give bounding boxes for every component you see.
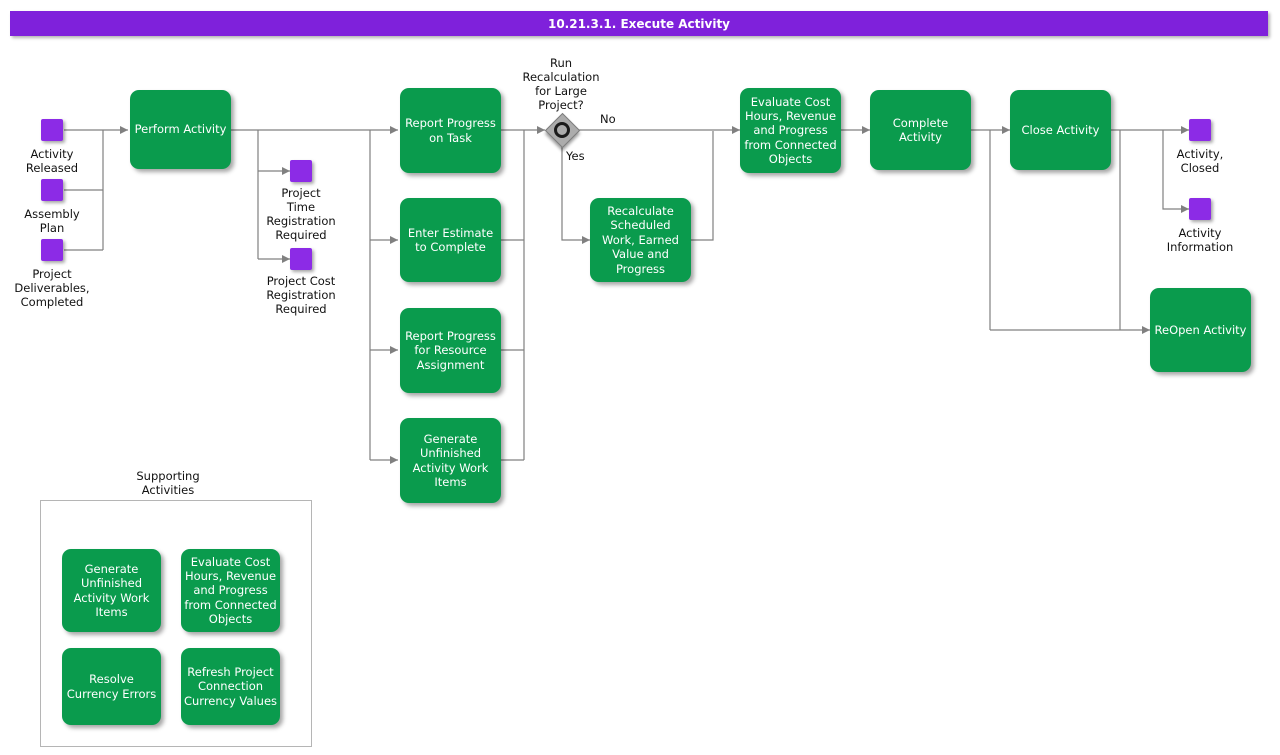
- event-assembly-plan: [41, 179, 63, 201]
- event-activity-closed: [1189, 119, 1211, 141]
- event-activity-information-label: Activity Information: [1166, 226, 1234, 255]
- decision-no-label: No: [600, 112, 616, 126]
- page-title: 10.21.3.1. Execute Activity: [547, 16, 731, 31]
- activity-report-progress-for-resource-assignment[interactable]: Report Progress for Resource Assignment: [400, 308, 501, 393]
- activity-close-activity[interactable]: Close Activity: [1010, 90, 1111, 170]
- event-activity-released-label: Activity Released: [25, 147, 79, 176]
- supporting-activity-evaluate-cost-hours[interactable]: Evaluate Cost Hours, Revenue and Progres…: [181, 549, 280, 632]
- event-project-time-registration-required: [290, 160, 312, 182]
- event-project-cost-registration-required: [290, 248, 312, 270]
- event-assembly-plan-label: Assembly Plan: [24, 207, 80, 236]
- connector-close-to-information: [1162, 130, 1189, 213]
- event-activity-information: [1189, 198, 1211, 220]
- connector-decision-yes: [561, 147, 590, 244]
- activity-evaluate-cost-hours[interactable]: Evaluate Cost Hours, Revenue and Progres…: [740, 88, 841, 173]
- supporting-activity-generate-unfinished-activity-work-items[interactable]: Generate Unfinished Activity Work Items: [62, 549, 161, 632]
- activity-enter-estimate-to-complete[interactable]: Enter Estimate to Complete: [400, 198, 501, 282]
- event-project-cost-registration-required-label: Project Cost Registration Required: [266, 274, 336, 317]
- decision-gateway: [544, 112, 581, 149]
- activity-generate-unfinished-activity-work-items[interactable]: Generate Unfinished Activity Work Items: [400, 418, 501, 503]
- event-project-deliverables-completed-label: Project Deliverables, Completed: [14, 267, 90, 310]
- decision-yes-label: Yes: [566, 149, 585, 163]
- event-activity-closed-label: Activity, Closed: [1176, 147, 1224, 176]
- connector-recalc-merge: [691, 131, 714, 241]
- supporting-activity-refresh-project-connection-currency-values[interactable]: Refresh Project Connection Currency Valu…: [181, 648, 280, 725]
- supporting-activity-resolve-currency-errors[interactable]: Resolve Currency Errors: [62, 648, 161, 725]
- event-project-time-registration-required-label: Project Time Registration Required: [266, 186, 336, 243]
- activity-perform-activity[interactable]: Perform Activity: [130, 90, 231, 169]
- activity-reopen-activity[interactable]: ReOpen Activity: [1150, 288, 1251, 372]
- activity-recalculate-scheduled-work[interactable]: Recalculate Scheduled Work, Earned Value…: [590, 198, 691, 282]
- supporting-activities-title: Supporting Activities: [136, 469, 200, 498]
- title-bar: 10.21.3.1. Execute Activity: [10, 11, 1268, 36]
- event-project-deliverables-completed: [41, 239, 63, 261]
- decision-question-label: Run Recalculation for Large Project?: [522, 56, 600, 113]
- event-activity-released: [41, 119, 63, 141]
- activity-report-progress-on-task[interactable]: Report Progress on Task: [400, 88, 501, 173]
- gateway-circle-icon: [554, 122, 570, 138]
- activity-complete-activity[interactable]: Complete Activity: [870, 90, 971, 170]
